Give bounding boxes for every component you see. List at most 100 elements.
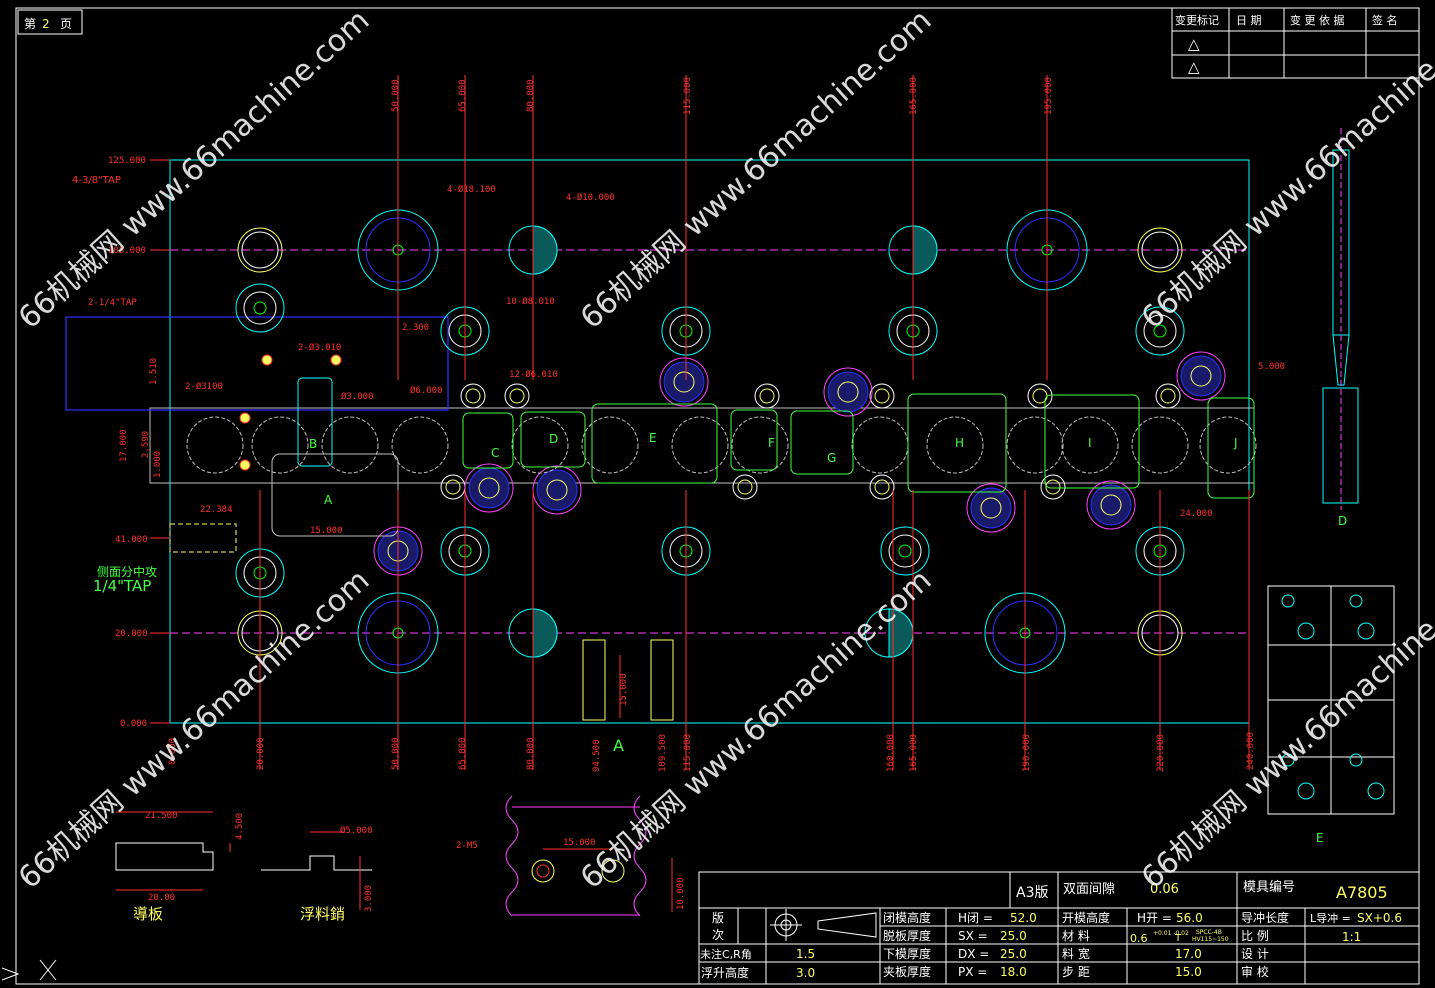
punch-hole-core xyxy=(980,497,1002,519)
tb-material-value: 0.6 xyxy=(1130,932,1148,945)
watermark-1: 66机械网 www.66machine.com xyxy=(12,3,376,336)
gear-blank xyxy=(731,416,789,474)
rev-header-date: 日 期 xyxy=(1236,14,1262,27)
watermark-6: 66机械网 www.66machine.com xyxy=(1135,563,1435,896)
watermark-4: 66机械网 www.66machine.com xyxy=(12,563,376,896)
bottom-dim-20: 20.000 xyxy=(256,737,266,770)
bottom-dim-0: 0.000 xyxy=(168,738,178,765)
callout-dim-22-384: 22.384 xyxy=(200,505,233,515)
lifter-hole xyxy=(1027,383,1053,409)
punch-hole-core xyxy=(837,381,859,403)
screw-hole-center xyxy=(253,301,267,315)
marker-dot xyxy=(239,459,251,471)
page-tag-box xyxy=(17,9,83,35)
tb-unmarked-value: 1.5 xyxy=(796,947,815,961)
view-label-a: A xyxy=(613,736,624,755)
guide-plate-view: 21.500 4.500 20.00 導板 xyxy=(115,811,245,923)
tb-float-h-label: 浮升高度 xyxy=(701,965,749,980)
punch-hole xyxy=(464,463,514,513)
station-label-g: G xyxy=(827,451,836,465)
callout-hole-6b: Ø6.000 xyxy=(410,385,443,396)
left-dim-41: 41.000 xyxy=(115,535,148,545)
screw-hole-center xyxy=(898,544,912,558)
lifter-hole-inner xyxy=(737,479,753,495)
top-dim-50: 50.000 xyxy=(391,79,401,112)
page-number: 2 xyxy=(42,17,50,31)
tb-lower-label: 下模厚度 xyxy=(883,946,931,961)
station-label-b: B xyxy=(309,437,317,451)
tb-check-label: 审 校 xyxy=(1241,964,1269,979)
callout-hole-18: 4-Ø18.100 xyxy=(447,184,496,195)
watermark-5: 66机械网 www.66machine.com xyxy=(574,563,938,896)
tap-hole-inner xyxy=(241,231,279,269)
screw-hole-center xyxy=(1153,324,1167,338)
tb-open-value: 56.0 xyxy=(1176,911,1203,925)
station-label-f: F xyxy=(768,436,775,450)
m5-detail-w: 15.000 xyxy=(563,838,596,848)
tb-closed-label: 闭模高度 xyxy=(883,910,931,925)
station-a-window xyxy=(271,453,399,537)
page-prefix: 第 xyxy=(24,17,36,31)
left-dimension-labels: 125.000 105.000 41.000 20.000 0.000 1.51… xyxy=(108,156,163,729)
tb-scale-value: 1:1 xyxy=(1342,930,1361,944)
tb-material-spec1: SPCC-4B xyxy=(1196,929,1222,936)
tb-clearance-label: 双面间隙 xyxy=(1063,882,1115,897)
lifter-hole xyxy=(754,383,780,409)
lifter-hole-inner xyxy=(874,388,890,404)
callout-dim-2-3: 2.300 xyxy=(402,323,429,333)
lifter-hole-inner xyxy=(465,388,481,404)
tb-closed-value: 52.0 xyxy=(1010,911,1037,925)
tb-pitch-value: 15.0 xyxy=(1175,965,1202,979)
tap-hole xyxy=(1137,227,1183,273)
tb-guide-len-key: L导冲 = xyxy=(1310,911,1351,925)
tb-closed-key: H闭 = xyxy=(958,911,993,925)
lifter-hole-inner xyxy=(445,479,461,495)
tb-clearance-value: 0.06 xyxy=(1150,882,1179,897)
gear-blank xyxy=(1199,416,1257,474)
station-window xyxy=(591,403,718,484)
punch-hole-fill xyxy=(827,371,869,413)
m5-detail-view: 2-M5 15.000 10.000 xyxy=(456,795,686,917)
punch-hole-core xyxy=(1100,494,1122,516)
punch-hole-fill xyxy=(536,469,578,511)
tb-unmarked-label: 未注C,R角 xyxy=(700,947,752,961)
dowel-hatch xyxy=(912,225,938,275)
tap-hole-inner xyxy=(1141,231,1179,269)
station-labels: A B C D E F G H I J xyxy=(309,431,1238,507)
callout-hole-8: 10-Ø8.010 xyxy=(506,296,555,307)
gear-blank xyxy=(391,416,449,474)
tb-material-tol: +0.01 -0.02 xyxy=(1153,930,1189,937)
left-dim-2-59: 2.590 xyxy=(141,431,151,458)
side-tap-thread xyxy=(169,523,237,553)
bottom-dim-80: 80.000 xyxy=(526,737,536,770)
left-dim-105: 105.000 xyxy=(108,246,146,256)
gear-blank xyxy=(511,416,569,474)
tb-mold-no: A7805 xyxy=(1336,883,1388,902)
callout-hole-3100: 2-Ø3100 xyxy=(185,381,223,392)
m5-detail-h: 10.000 xyxy=(676,877,686,910)
lifter-hole-inner xyxy=(874,479,890,495)
float-pin-d: Ø5.000 xyxy=(340,825,373,836)
post-section xyxy=(650,639,674,721)
lifter-hole xyxy=(460,383,486,409)
screw-hole-inner xyxy=(888,534,922,568)
punch-hole xyxy=(659,357,709,407)
lifter-hole-inner xyxy=(1160,388,1176,404)
punch-hole-core xyxy=(478,477,500,499)
rev-header-mark: 变更标记 xyxy=(1175,13,1219,27)
tb-clamp-label: 夹板厚度 xyxy=(883,964,931,979)
lifter-hole xyxy=(440,474,466,500)
tb-dx-key: DX = xyxy=(958,947,989,961)
dowel-hatch xyxy=(532,225,558,275)
punch-side-view xyxy=(1322,128,1359,510)
bottom-dim-94-5: 94.500 xyxy=(592,739,602,772)
marker-dot xyxy=(261,354,273,366)
tb-px-key: PX = xyxy=(958,965,987,979)
top-dim-115: 115.000 xyxy=(683,77,693,115)
bottom-dim-190: 190.000 xyxy=(1022,734,1032,772)
tb-material-spec2: HV115~150 xyxy=(1192,936,1229,943)
tb-edition: 版 xyxy=(712,911,724,925)
marker-dot xyxy=(239,412,251,424)
station-label-d: D xyxy=(549,432,558,446)
station-window xyxy=(520,411,586,468)
